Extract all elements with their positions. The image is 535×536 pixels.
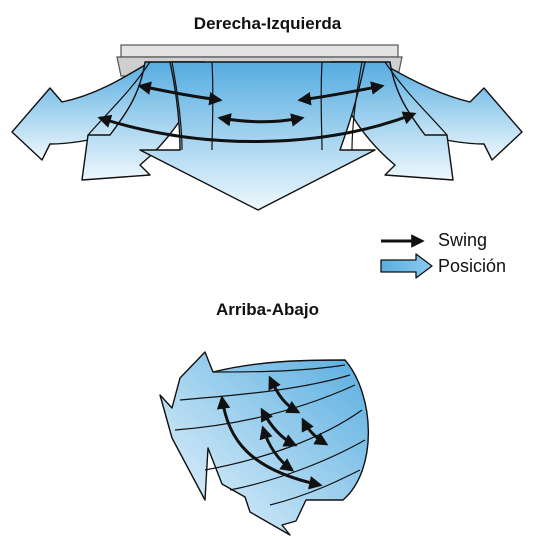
swing-arrow-right [297, 81, 385, 106]
horizontal-airflow-group [11, 44, 523, 211]
legend-icons [380, 234, 433, 279]
diagram-title-top: Derecha-Izquierda [193, 14, 342, 33]
swing-arrow-v5 [216, 395, 323, 490]
legend-item-position: Posición [432, 256, 506, 277]
vertical-airflow-fan [159, 351, 369, 536]
legend-position-icon [380, 253, 433, 279]
swing-arrow-left [137, 81, 223, 106]
vertical-airflow-group [159, 351, 369, 536]
swing-arrow-wide [97, 111, 417, 144]
diagram-title-bottom: Arriba-Abajo [216, 300, 319, 319]
swing-arrows-horizontal [97, 81, 417, 144]
legend-label-position: Posición [438, 256, 507, 276]
swing-arrows-vertical [216, 375, 329, 490]
legend-label-swing: Swing [438, 230, 488, 250]
legend-item-swing: Swing [432, 230, 487, 251]
